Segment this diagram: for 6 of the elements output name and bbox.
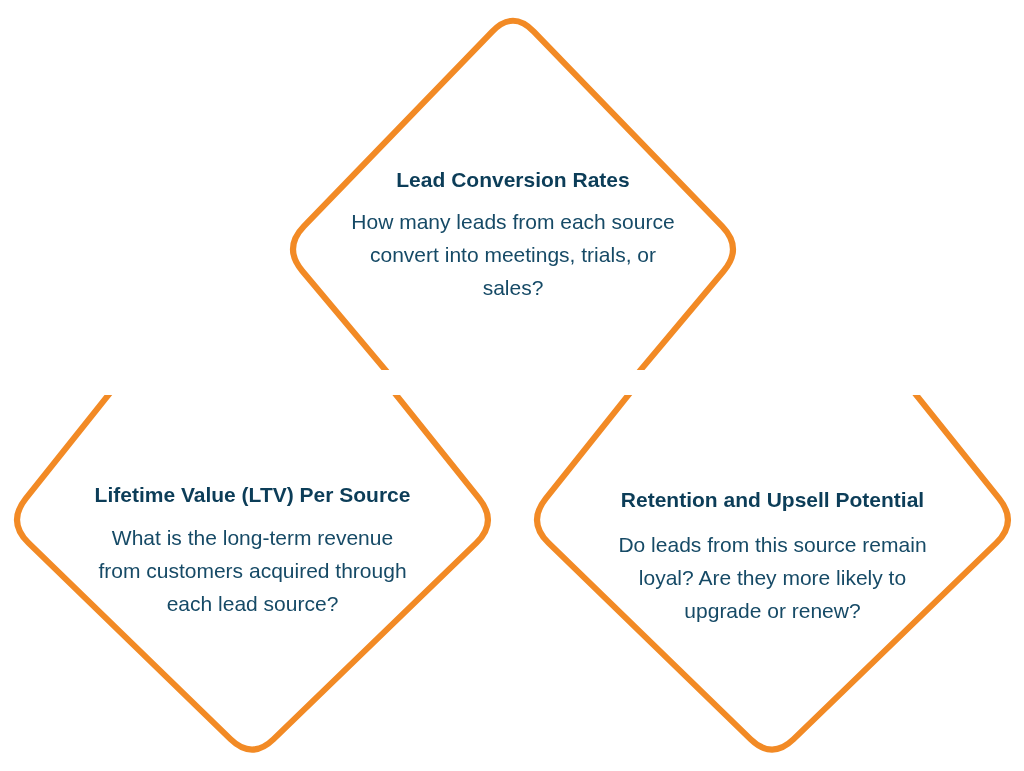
- diamond-description: How many leads from each source convert into meetings, trials, or sales?: [350, 209, 676, 301]
- diamond-heading: Retention and Upsell Potential: [620, 487, 925, 513]
- diamond-heading: Lifetime Value (LTV) Per Source: [94, 482, 411, 508]
- diamond-description: Do leads from this source remain loyal? Are they more likely to upgrade or renew?: [617, 532, 928, 624]
- diamond-description: What is the long-term revenue from customers acquired through each lead source?: [97, 525, 408, 617]
- diamond-heading: Lead Conversion Rates: [396, 167, 630, 193]
